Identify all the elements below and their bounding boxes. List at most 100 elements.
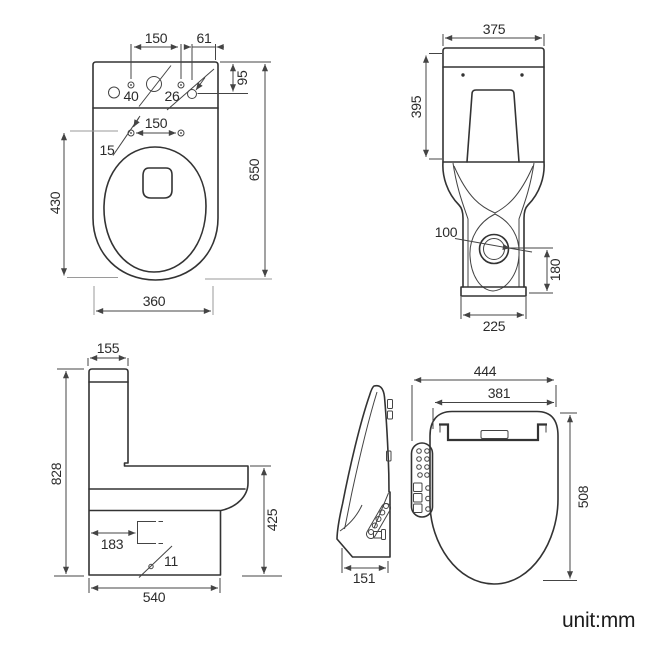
dimension-tank-depth: 155 <box>87 340 129 366</box>
dimension-bowl-height: 425 <box>242 465 282 577</box>
seat-bolt-right <box>177 129 185 137</box>
control-panel-buttons <box>413 448 431 513</box>
dim-label-seat-bolt-spacing: 150 <box>145 115 168 131</box>
lid-slot <box>480 430 509 439</box>
dim-label-seat-bolt-dia: 15 <box>100 142 115 158</box>
back-view: 375 395 100 180 225 <box>408 21 563 334</box>
flush-opening <box>142 167 173 199</box>
toilet-plan-outline <box>92 61 219 281</box>
dim-label-side-hole-depth: 95 <box>234 70 250 85</box>
bowl-back-left-curve <box>453 165 496 214</box>
dim-label-side-hole-dia: 26 <box>165 88 180 104</box>
seat-opening-outline <box>103 146 207 273</box>
panel-button-icon <box>424 472 430 478</box>
dimension-outlet-height: 180 <box>509 247 563 294</box>
dimension-side-hole-offset: 61 <box>183 30 224 80</box>
dimension-base-width: 225 <box>460 297 527 334</box>
dimension-overall-height: 828 <box>48 368 84 577</box>
dimension-bowl-front-length: 430 <box>47 130 118 278</box>
dim-label-outlet-setback: 183 <box>101 536 124 552</box>
dim-label-outlet-dia: 100 <box>435 224 458 240</box>
dimension-tank-holes-spacing: 150 <box>130 30 182 79</box>
seat-underside-line <box>339 504 363 532</box>
dim-label-seat-width: 381 <box>488 385 511 401</box>
dim-label-overall-depth: 540 <box>143 589 166 605</box>
leader-seat-bolt-dia: 15 <box>100 115 141 158</box>
side-button-strip <box>366 502 391 540</box>
dim-label-tank-depth: 155 <box>97 340 120 356</box>
side-view: 155 828 183 11 425 <box>48 340 282 605</box>
dim-label-tank-height: 395 <box>408 95 424 118</box>
dim-label-bowl-front-length: 430 <box>47 191 63 214</box>
lid-back-edge <box>439 423 547 442</box>
dim-label-bowl-height: 425 <box>264 508 280 531</box>
seat-top-view: 444 381 508 <box>410 363 591 585</box>
seat-lid-seam-line <box>344 391 378 530</box>
side-button-3 <box>375 516 382 522</box>
dim-label-side-profile-depth: 151 <box>353 570 376 586</box>
deck-hole-large <box>146 76 162 92</box>
seat-bolt-right-center <box>180 132 182 134</box>
panel-button-icon <box>416 456 422 462</box>
fixing-hole-marker <box>148 563 154 570</box>
dimension-side-hole-depth: 95 <box>197 61 271 94</box>
top-view: 150 61 95 40 26 <box>47 30 272 315</box>
base-plinth <box>460 286 527 297</box>
toilet-side-outline <box>88 368 249 576</box>
dim-label-seat-depth: 508 <box>575 485 591 508</box>
leader-side-hole-dia: 26 <box>165 68 215 111</box>
panel-button-icon <box>424 464 430 470</box>
hinge-tab-mid <box>387 410 393 420</box>
tank-recess-outline <box>466 89 520 163</box>
dim-label-tank-width: 375 <box>483 21 506 37</box>
water-inlet-fitting-cap <box>381 529 386 540</box>
deck-hole-plain <box>108 86 120 99</box>
bowl-back-right-curve <box>494 165 534 214</box>
seat-side-view: 151 <box>336 384 393 586</box>
side-button-5 <box>383 503 389 509</box>
dim-label-bowl-width: 360 <box>143 293 166 309</box>
panel-button-icon <box>424 448 430 454</box>
side-button-4 <box>379 509 386 516</box>
leader-fixing-hole-dia: 11 <box>138 545 179 578</box>
deck-bolt-right-center <box>180 84 182 86</box>
hinge-tab-top <box>387 399 393 409</box>
panel-button-icon <box>416 448 422 454</box>
leader-outlet-dia: 100 <box>435 224 533 253</box>
dimension-tank-width: 375 <box>442 21 545 46</box>
dim-label-overall-length: 650 <box>246 158 262 181</box>
deck-bolt-left <box>127 81 135 89</box>
dim-label-overall-height: 828 <box>48 462 64 485</box>
dim-label-fixing-hole-dia: 11 <box>164 553 178 569</box>
dim-label-outlet-height: 180 <box>547 258 563 281</box>
unit-label: unit:mm <box>562 609 635 632</box>
outlet-bracket <box>137 521 156 544</box>
panel-button-icon <box>416 464 422 470</box>
dimension-overall-depth: 540 <box>88 578 221 605</box>
dimension-outlet-setback: 183 <box>91 529 136 552</box>
dimension-bowl-width: 360 <box>93 286 214 315</box>
panel-button-icon <box>425 485 431 491</box>
panel-button-icon <box>417 472 423 478</box>
dimension-seat-depth: 508 <box>543 412 591 581</box>
deck-bolt-left-center <box>130 84 132 86</box>
seat-profile-outline <box>336 384 391 558</box>
dimension-side-profile-depth: 151 <box>341 548 389 586</box>
dimension-seat-width: 381 <box>432 385 554 429</box>
tank-back-outline <box>442 47 545 163</box>
trap-housing-outline <box>469 213 520 292</box>
pedestal-right-outline <box>523 161 545 288</box>
hinge-tab-low <box>386 450 392 462</box>
panel-square-button <box>413 493 423 503</box>
control-panel <box>410 442 434 518</box>
dim-label-large-hole-dia: 40 <box>124 88 139 104</box>
tank-fixing-dot-right <box>520 73 524 77</box>
pedestal-right-inner-line <box>518 162 535 287</box>
outlet-inner-circle <box>483 238 505 260</box>
dim-label-side-hole-offset: 61 <box>197 30 212 46</box>
dimension-overall-length: 650 <box>205 63 272 280</box>
deck-bolt-right <box>177 81 185 89</box>
dimension-seat-overall-width: 444 <box>411 363 557 441</box>
leader-large-hole-dia: 40 <box>124 65 172 107</box>
